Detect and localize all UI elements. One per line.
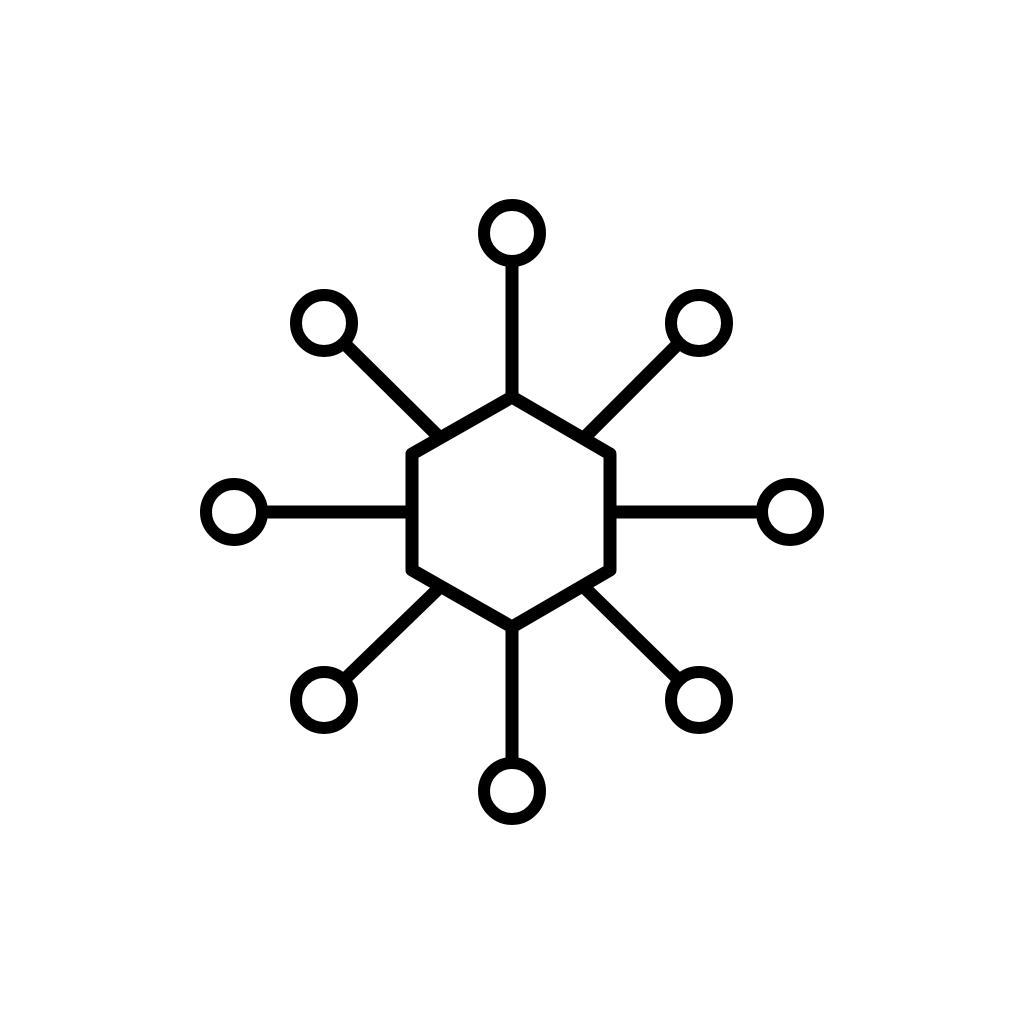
spoke-southwest <box>342 584 443 682</box>
spoke-northwest <box>342 341 443 441</box>
spoke-southeast <box>581 584 681 682</box>
node-northeast <box>665 289 733 357</box>
node-southeast <box>665 666 733 734</box>
node-east <box>756 478 824 546</box>
node-northwest <box>290 289 358 357</box>
node-west <box>200 478 268 546</box>
node-south <box>478 757 546 825</box>
node-southwest <box>290 666 358 734</box>
spokes-group <box>266 265 758 759</box>
node-north <box>478 199 546 267</box>
hub-hexagon <box>405 390 617 634</box>
spoke-northeast <box>581 341 681 441</box>
nodes-group <box>200 199 824 825</box>
